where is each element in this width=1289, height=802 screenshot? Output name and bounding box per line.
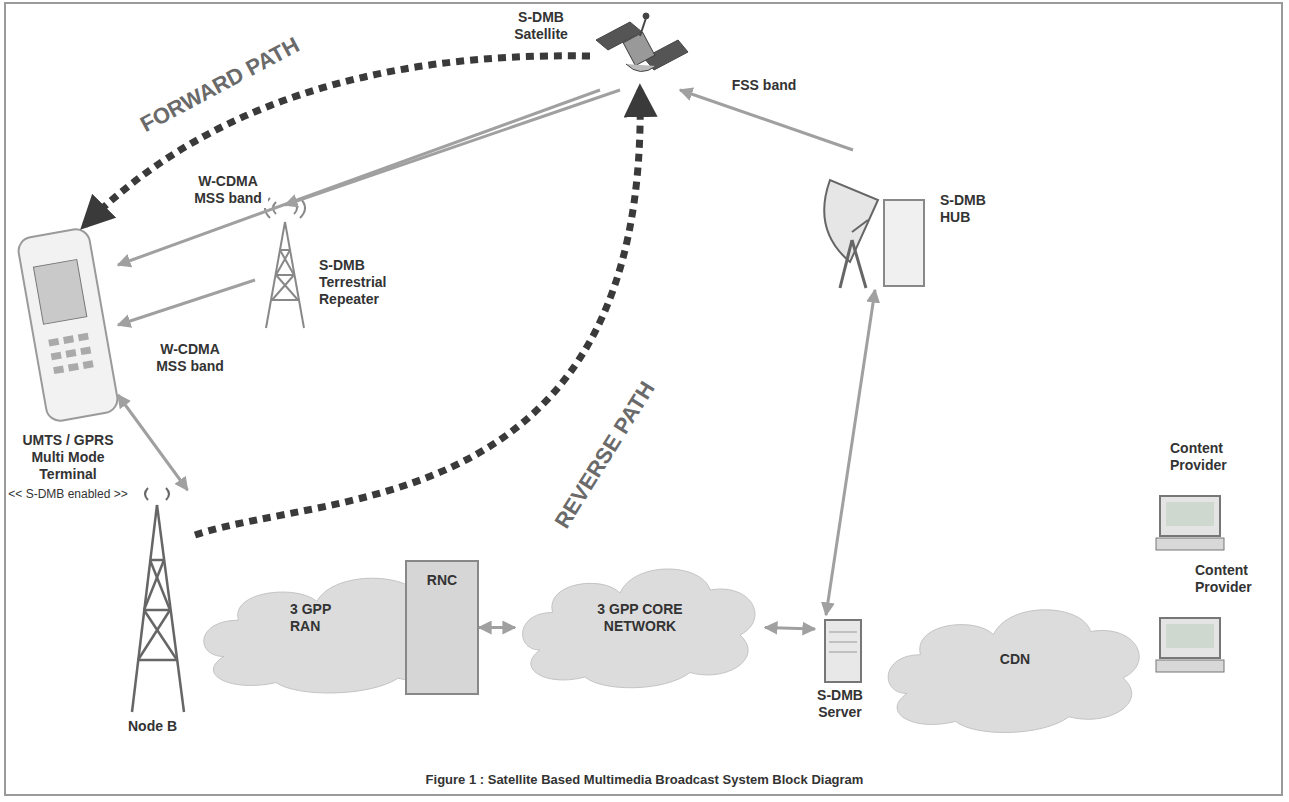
link-arrow <box>826 290 875 615</box>
cdn-cloud: CDN <box>880 585 1150 740</box>
node-label: S-DMB Server <box>805 687 875 721</box>
core-cloud: 3 GPP CORE NETWORK <box>515 545 765 695</box>
node-label: RNC <box>407 572 477 589</box>
edge-label: REVERSE PATH <box>544 368 667 543</box>
node-label: S-DMB Satellite <box>498 9 584 43</box>
figure-caption: Figure 1 : Satellite Based Multimedia Br… <box>0 772 1289 787</box>
hub-node: S-DMB HUB <box>820 150 930 290</box>
link-arrow <box>118 395 188 490</box>
link-arrow <box>680 90 853 150</box>
node-b-tower <box>132 488 184 712</box>
satellite-node: S-DMB Satellite <box>590 5 690 90</box>
node-label: Content Provider <box>1195 562 1275 596</box>
node-label: UMTS / GPRS Multi Mode Terminal <box>10 432 126 483</box>
dashed-path-arrow <box>195 90 640 535</box>
repeater-node: S-DMB Terrestrial Repeater <box>255 205 315 330</box>
terminal-icon <box>16 227 119 423</box>
server-node: S-DMB Server <box>815 615 870 685</box>
link-arrow <box>118 90 600 265</box>
satellite-icon <box>596 13 688 72</box>
node-b: Node B <box>120 490 195 715</box>
computer-icon <box>1156 618 1224 672</box>
node-label: S-DMB Terrestrial Repeater <box>319 257 411 308</box>
content-provider: Content Provider <box>1150 610 1230 680</box>
dashed-path-arrow <box>85 56 590 225</box>
node-label: Node B <box>128 718 198 735</box>
link-arrow <box>118 280 255 325</box>
edge-label: FORWARD PATH <box>117 22 323 148</box>
terminal-node: UMTS / GPRS Multi Mode Terminal<< S-DMB … <box>18 225 118 425</box>
node-label: CDN <box>985 651 1045 668</box>
node-label: << S-DMB enabled >> <box>4 487 132 502</box>
edge-label: FSS band <box>722 76 806 95</box>
node-label: S-DMB HUB <box>940 192 998 226</box>
content-provider: Content Provider <box>1150 488 1230 553</box>
frame <box>5 3 1282 795</box>
node-label: 3 GPP CORE NETWORK <box>580 601 700 635</box>
rnc-box: RNC <box>405 560 479 695</box>
link-arrow <box>285 90 620 205</box>
server-icon <box>825 620 861 682</box>
ran-cloud: 3 GPP RAN RNC <box>195 555 485 700</box>
node-label: Content Provider <box>1170 440 1250 474</box>
edge-label: W-CDMA MSS band <box>150 340 230 376</box>
edge-label: W-CDMA MSS band <box>188 172 268 208</box>
link-arrow <box>765 628 815 630</box>
link-arrow <box>479 626 515 629</box>
computer-icon <box>1156 496 1224 550</box>
repeater-tower <box>265 198 305 328</box>
hub-dish <box>824 180 924 288</box>
node-label: 3 GPP RAN <box>290 601 350 635</box>
